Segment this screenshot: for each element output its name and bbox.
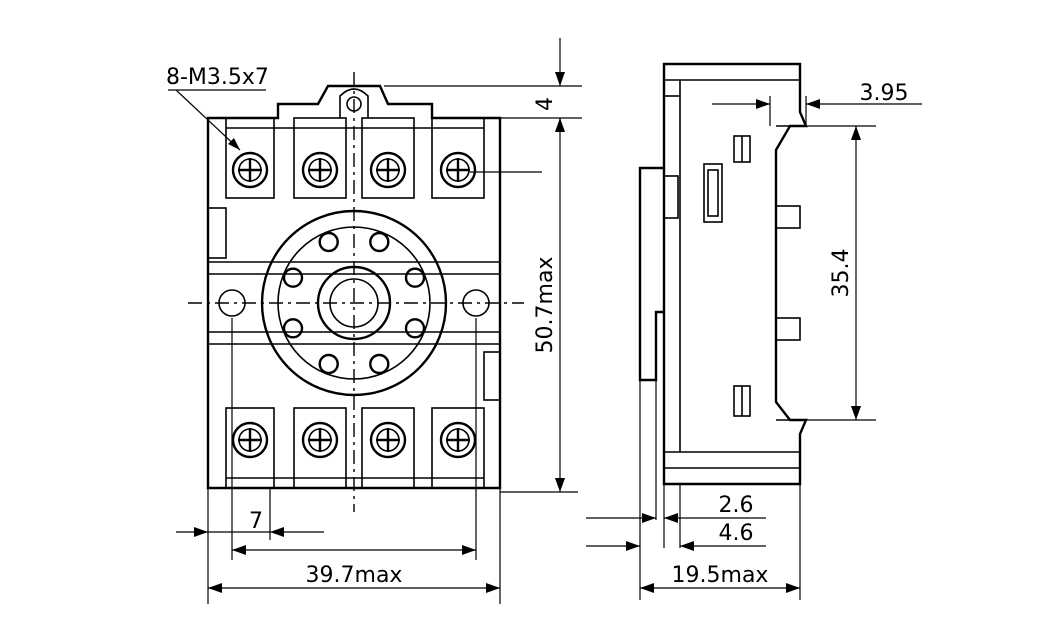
- width-front-label: 39.7max: [306, 563, 403, 588]
- socket-pin-hole: [404, 267, 426, 288]
- width-side-label: 19.5max: [672, 563, 769, 588]
- din-rail-clip: [638, 166, 664, 382]
- right-latch-tab: [483, 351, 501, 401]
- top-terminals: [225, 117, 485, 199]
- screw-spec-label: 8-M3.5x7: [166, 65, 269, 90]
- screw-heads: [231, 151, 477, 459]
- socket-pin-hole: [318, 353, 339, 375]
- tab-lower: [775, 317, 801, 341]
- top-mount-boss: [339, 88, 369, 118]
- screw-icon: [301, 421, 339, 459]
- socket-pin-hole: [318, 231, 339, 253]
- screw-icon: [439, 151, 477, 189]
- screw-pitch-label: 7: [249, 509, 263, 534]
- side-body-outline: [662, 62, 808, 486]
- height-front-label: 50.7max: [533, 257, 558, 354]
- screw-icon: [369, 421, 407, 459]
- socket-pin-hole: [404, 318, 426, 339]
- left-latch-tab: [207, 207, 227, 259]
- slot-middle: [703, 163, 723, 223]
- screw-icon: [369, 151, 407, 189]
- bottom-terminals: [225, 407, 485, 489]
- front-dimensions: 8-M3.5x7 4 50.7max 7: [166, 38, 582, 604]
- screw-icon: [439, 421, 477, 459]
- screw-icon: [231, 151, 269, 189]
- screw-icon: [231, 421, 269, 459]
- side-view: [638, 62, 808, 486]
- side-dimensions: 3.95 35.4 2.6 4.6 19.5max: [586, 81, 922, 600]
- socket-pin-hole: [369, 353, 390, 375]
- socket-pin-hole: [369, 231, 390, 253]
- side-small-1-label: 2.6: [719, 493, 754, 518]
- front-view: [188, 72, 524, 512]
- side-small-2-label: 4.6: [719, 521, 754, 546]
- side-span-label: 35.4: [829, 249, 854, 298]
- socket-pin-hole: [282, 318, 304, 339]
- top-offset-label: 4: [533, 97, 558, 111]
- socket-pins: [282, 231, 426, 375]
- socket-pin-hole: [282, 267, 304, 288]
- tab-upper: [775, 205, 801, 229]
- side-top-label: 3.95: [860, 81, 909, 106]
- screw-icon: [301, 151, 339, 189]
